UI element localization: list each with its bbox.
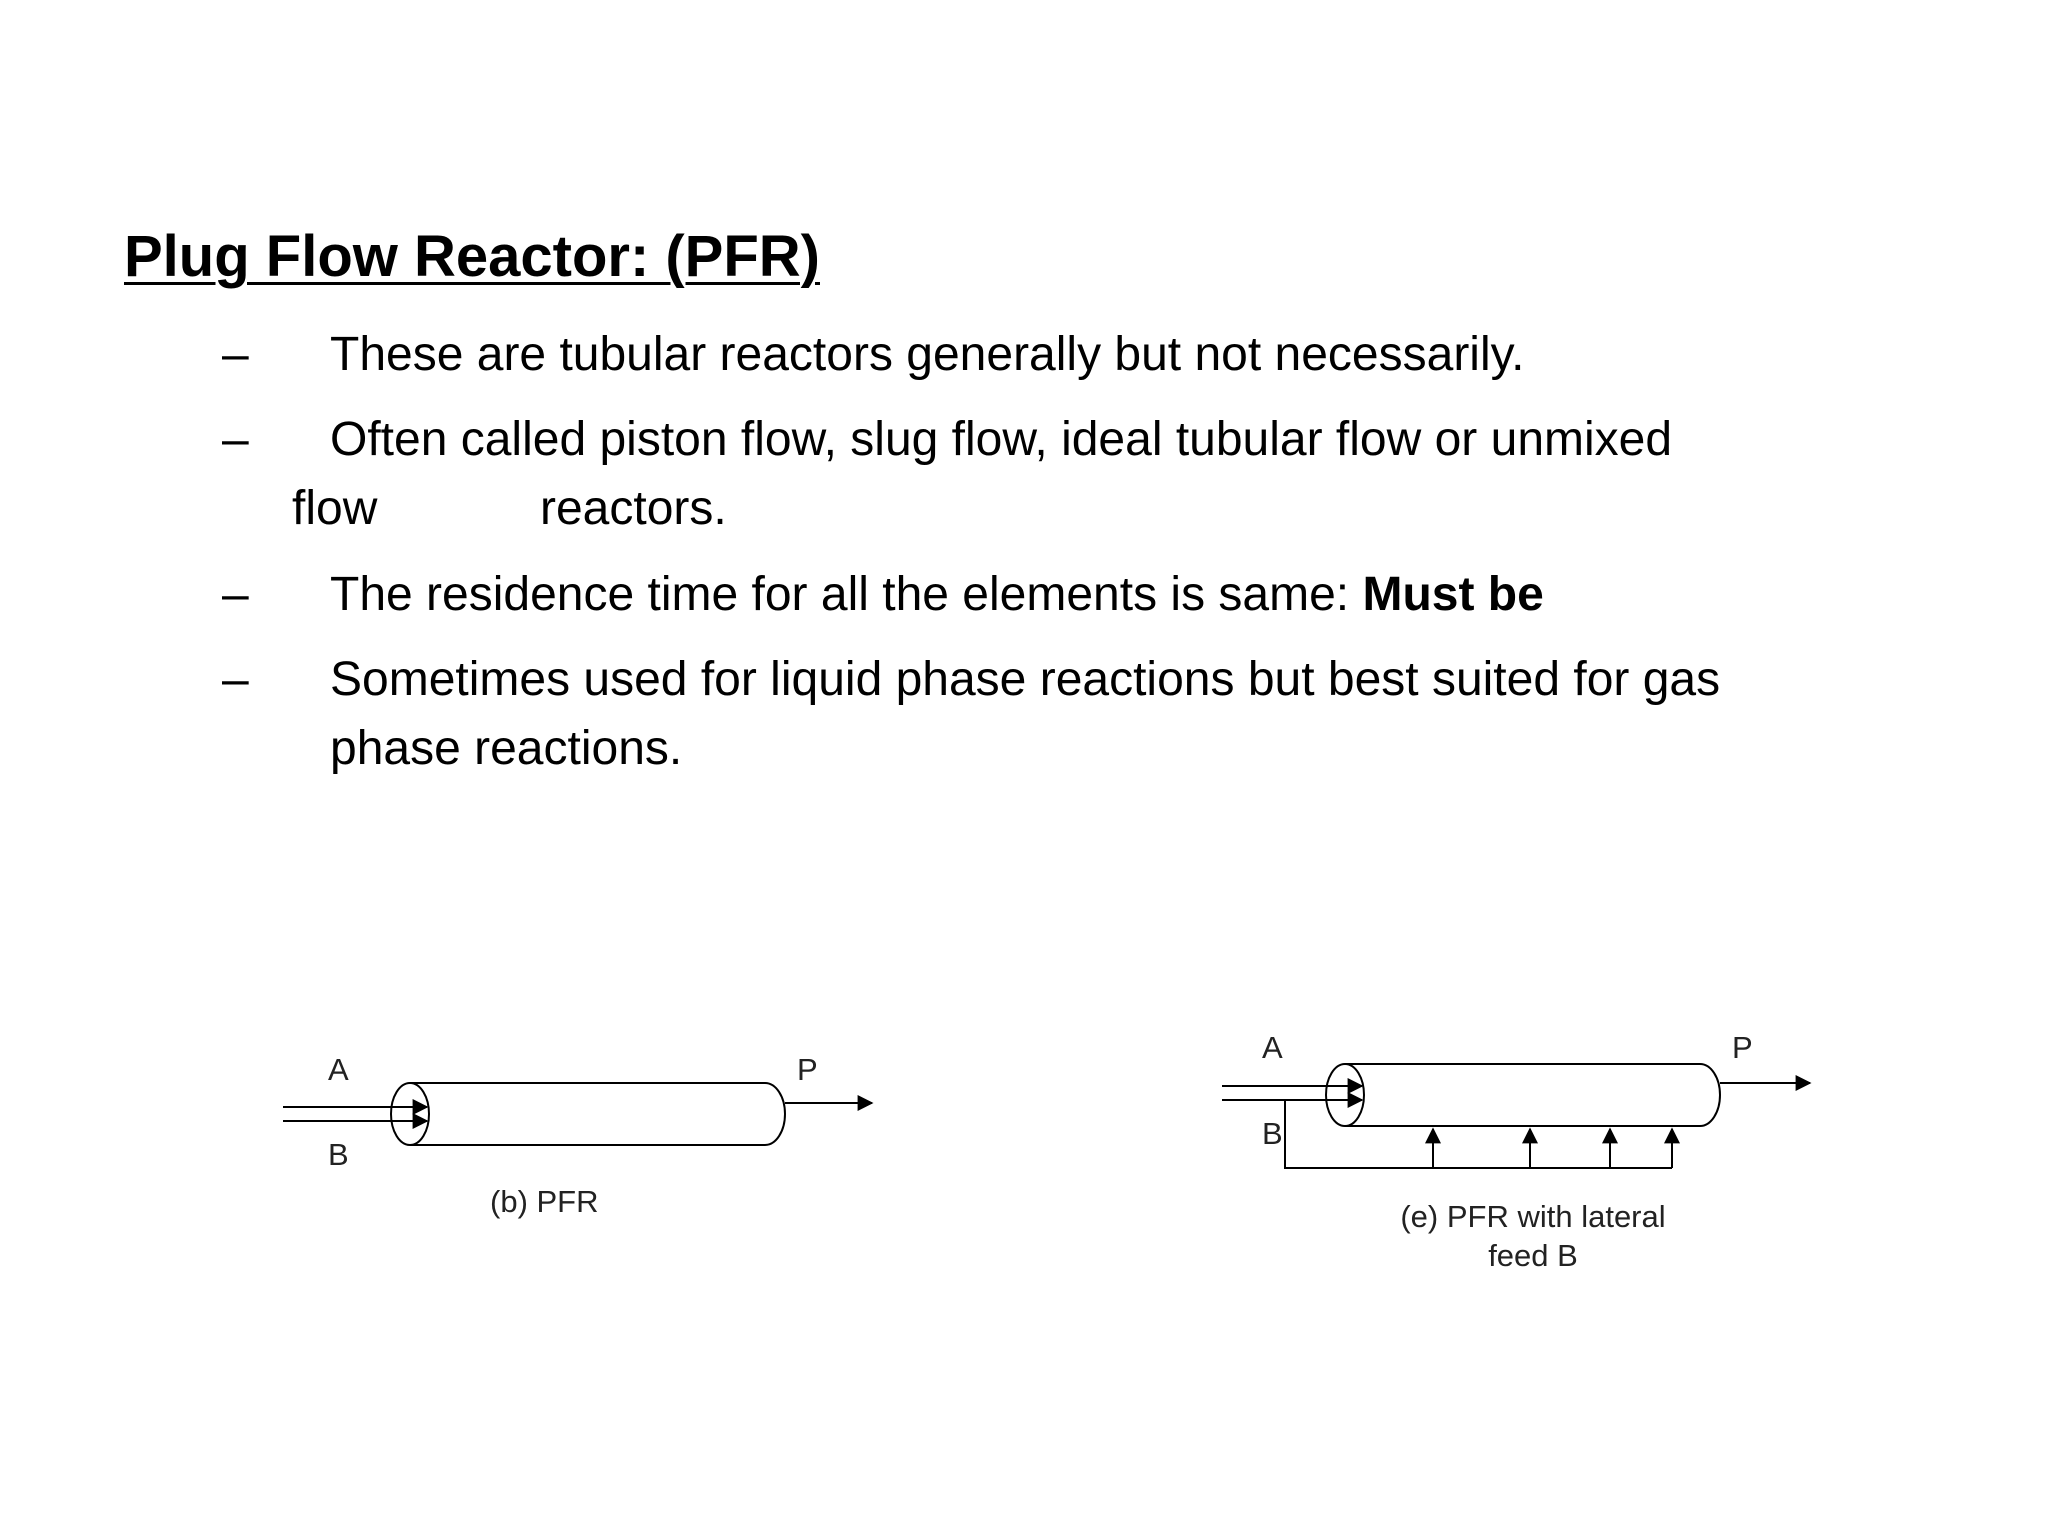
inlet-a-label: A bbox=[1262, 1030, 1283, 1065]
inlet-b-label: B bbox=[328, 1137, 349, 1172]
bullet-1-text: These are tubular reactors generally but… bbox=[330, 328, 1525, 381]
bullet-2-line-2a: flow bbox=[292, 482, 378, 535]
bullet-2-line-1: Often called piston flow, slug flow, ide… bbox=[330, 413, 1673, 466]
inlet-b-label: B bbox=[1262, 1116, 1283, 1151]
reactor-tube bbox=[1345, 1063, 1721, 1127]
bullet-3-text: The residence time for all the elements … bbox=[330, 565, 1544, 625]
reactor-inlet-end bbox=[1325, 1063, 1365, 1127]
bullet-marker: – bbox=[222, 413, 249, 466]
bullet-2-line-2b: reactors. bbox=[540, 482, 727, 535]
reactor-inlet-end bbox=[390, 1082, 430, 1146]
bullet-4-line-2: phase reactions. bbox=[330, 722, 683, 775]
lateral-feed-line bbox=[1284, 1100, 1672, 1169]
bullet-marker: – bbox=[222, 328, 249, 381]
pfr-lateral-feed-diagram: A B P (e) PFR with lateral feed B bbox=[1222, 1030, 1812, 1273]
inlet-a-label: A bbox=[328, 1052, 349, 1087]
outlet-p-label: P bbox=[797, 1052, 818, 1087]
bullet-4-line-1: Sometimes used for liquid phase reaction… bbox=[330, 653, 1721, 706]
bullet-3-bold: Must be bbox=[1362, 568, 1544, 621]
pfr-diagram: A B P (b) PFR bbox=[283, 1052, 874, 1219]
diagram-caption: (b) PFR bbox=[490, 1184, 599, 1219]
outlet-p-label: P bbox=[1732, 1030, 1753, 1065]
diagram-caption-line-1: (e) PFR with lateral bbox=[1400, 1199, 1665, 1234]
bullet-marker: – bbox=[222, 653, 249, 706]
reactor-tube bbox=[410, 1082, 786, 1146]
bullet-3-plain: The residence time for all the elements … bbox=[330, 568, 1363, 621]
bullet-marker: – bbox=[222, 568, 249, 621]
page-title: Plug Flow Reactor: (PFR) bbox=[124, 224, 820, 289]
diagram-caption-line-2: feed B bbox=[1488, 1238, 1578, 1273]
